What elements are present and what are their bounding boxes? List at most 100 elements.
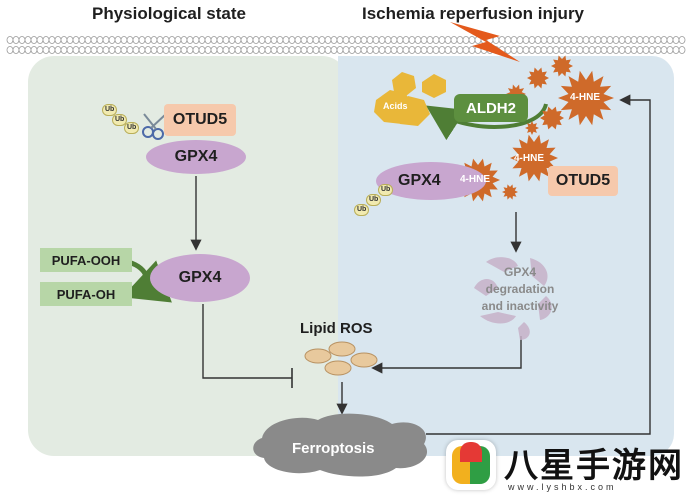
hne-star bbox=[558, 70, 614, 126]
membrane-bead bbox=[414, 36, 422, 44]
membrane-bead bbox=[618, 46, 626, 54]
membrane-bead bbox=[354, 46, 362, 54]
membrane-bead bbox=[666, 46, 674, 54]
membrane-bead bbox=[642, 46, 650, 54]
hne-star bbox=[551, 55, 573, 77]
membrane-bead bbox=[594, 36, 602, 44]
membrane-bead bbox=[678, 36, 686, 44]
membrane-bead bbox=[192, 46, 200, 54]
membrane-bead bbox=[36, 46, 44, 54]
membrane-bead bbox=[420, 46, 428, 54]
membrane-bead bbox=[372, 46, 380, 54]
lipid-ros-label: Lipid ROS bbox=[300, 320, 373, 337]
membrane-bead bbox=[276, 36, 284, 44]
membrane-bead bbox=[144, 46, 152, 54]
membrane-bead bbox=[426, 36, 434, 44]
title-ischemia-reperfusion: Ischemia reperfusion injury bbox=[362, 4, 585, 23]
membrane-bead bbox=[444, 36, 452, 44]
membrane-bead bbox=[252, 36, 260, 44]
membrane-bead bbox=[558, 46, 566, 54]
membrane-bead bbox=[384, 36, 392, 44]
membrane-bead bbox=[528, 36, 536, 44]
membrane-bead bbox=[48, 46, 56, 54]
membrane-bead bbox=[96, 46, 104, 54]
membrane-bead bbox=[600, 36, 608, 44]
membrane-bead bbox=[630, 36, 638, 44]
membrane-bead bbox=[282, 46, 290, 54]
membrane-bead bbox=[510, 46, 518, 54]
membrane-bead bbox=[156, 36, 164, 44]
membrane-bead bbox=[666, 36, 674, 44]
membrane-bead bbox=[468, 36, 476, 44]
membrane-bead bbox=[24, 36, 32, 44]
membrane-bead bbox=[168, 36, 176, 44]
membrane-bead bbox=[570, 36, 578, 44]
pufa-conversion-arrow bbox=[121, 259, 173, 303]
membrane-bead bbox=[6, 36, 14, 44]
membrane-bead bbox=[396, 46, 404, 54]
membrane-bead bbox=[504, 36, 512, 44]
membrane-bead bbox=[240, 36, 248, 44]
membrane-bead bbox=[72, 46, 80, 54]
membrane-bead bbox=[498, 36, 506, 44]
membrane-bead bbox=[66, 46, 74, 54]
gpx4-fragments bbox=[474, 257, 552, 340]
membrane-bead bbox=[198, 36, 206, 44]
membrane-bead bbox=[312, 46, 320, 54]
membrane-bead bbox=[438, 36, 446, 44]
membrane-bead bbox=[84, 36, 92, 44]
membrane-bead bbox=[408, 46, 416, 54]
membrane-bead bbox=[624, 46, 632, 54]
membrane-bead bbox=[360, 46, 368, 54]
membrane-bead bbox=[378, 36, 386, 44]
membrane-bead bbox=[456, 36, 464, 44]
membrane-bead bbox=[432, 36, 440, 44]
membrane-bead bbox=[288, 36, 296, 44]
membrane-bead bbox=[60, 46, 68, 54]
membrane-bead bbox=[120, 36, 128, 44]
membrane-bead bbox=[72, 36, 80, 44]
membrane-bead bbox=[198, 46, 206, 54]
membrane-bead bbox=[24, 46, 32, 54]
membrane-bead bbox=[576, 36, 584, 44]
membrane-bead bbox=[216, 36, 224, 44]
membrane-bead bbox=[42, 46, 50, 54]
membrane-bead bbox=[330, 36, 338, 44]
membrane-bead bbox=[312, 36, 320, 44]
membrane-bead bbox=[306, 36, 314, 44]
membrane-bead bbox=[522, 46, 530, 54]
hne-star bbox=[527, 67, 549, 89]
watermark: 八星手游网 www.lyshbx.com bbox=[442, 436, 692, 500]
membrane-bead bbox=[588, 36, 596, 44]
aldh2-arrow bbox=[425, 103, 548, 141]
hne-star bbox=[510, 134, 558, 182]
membrane-bead bbox=[36, 36, 44, 44]
hne-label-main: 4-HNE bbox=[570, 92, 601, 103]
membrane-bead bbox=[288, 46, 296, 54]
ub-tag: Ub bbox=[378, 184, 394, 196]
membrane-bead bbox=[264, 46, 272, 54]
membrane-bead bbox=[150, 46, 158, 54]
ferroptosis-label: Ferroptosis bbox=[292, 440, 375, 457]
membrane-bead bbox=[30, 36, 38, 44]
membrane-bead bbox=[618, 36, 626, 44]
membrane-bead bbox=[654, 36, 662, 44]
membrane-bead bbox=[252, 46, 260, 54]
membrane-bead bbox=[294, 36, 302, 44]
membrane-bead bbox=[432, 46, 440, 54]
membrane-bead bbox=[414, 46, 422, 54]
right-panel bbox=[338, 56, 674, 456]
membrane-bead bbox=[294, 46, 302, 54]
membrane-bead bbox=[576, 46, 584, 54]
membrane-bead bbox=[162, 46, 170, 54]
membrane-bead bbox=[660, 36, 668, 44]
membrane-bead bbox=[108, 46, 116, 54]
membrane-bead bbox=[204, 36, 212, 44]
membrane-bead bbox=[180, 46, 188, 54]
membrane-bead bbox=[558, 36, 566, 44]
membrane-bead bbox=[186, 46, 194, 54]
membrane-bead bbox=[516, 36, 524, 44]
hne-star bbox=[525, 121, 539, 135]
membrane-bead bbox=[510, 36, 518, 44]
